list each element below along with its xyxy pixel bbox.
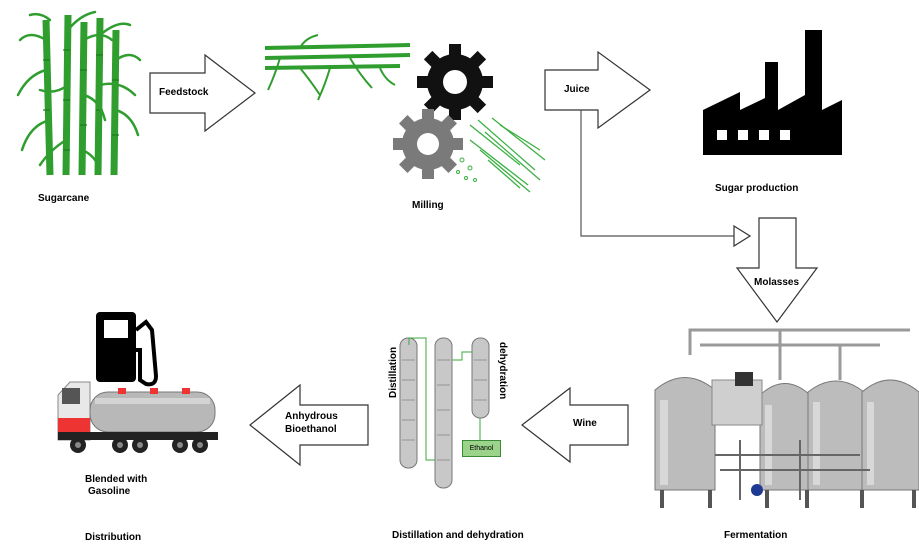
dehydration-column-label: dehydration <box>497 342 508 400</box>
juice-to-molasses-line <box>580 110 736 237</box>
blended-label-line2: Gasoline <box>88 486 131 497</box>
anhydrous-label-line1: Anhydrous <box>285 411 338 422</box>
blended-label-line1: Blended with <box>85 474 148 485</box>
factory-icon <box>703 30 842 155</box>
sugar-production-label: Sugar production <box>715 183 799 194</box>
bagasse-fibers-icon <box>456 117 546 193</box>
wine-arrow <box>521 386 629 464</box>
feedstock-arrow-label: Feedstock <box>159 87 209 98</box>
fuel-pump-icon <box>96 312 159 387</box>
distillation-dehydration-label: Distillation and dehydration <box>392 530 524 541</box>
milling-label: Milling <box>412 200 444 211</box>
anhydrous-bioethanol-arrow <box>249 383 369 467</box>
juice-arrow-label: Juice <box>564 84 590 95</box>
distillation-columns-icon <box>399 337 490 489</box>
fermentation-label: Fermentation <box>724 530 788 541</box>
feedstock-arrow <box>149 53 256 133</box>
distillation-column-label: Distillation <box>388 346 399 398</box>
sugarcane-label: Sugarcane <box>38 193 90 204</box>
sugarcane-icon <box>16 10 142 176</box>
gear-gray-icon <box>393 109 463 179</box>
molasses-arrow <box>735 217 819 324</box>
molasses-arrow-label: Molasses <box>754 277 800 288</box>
juice-line-arrowhead <box>733 224 752 248</box>
anhydrous-label-line2: Bioethanol <box>285 424 337 435</box>
tanker-truck-icon <box>57 381 218 453</box>
gear-black-icon <box>417 44 493 120</box>
distribution-label: Distribution <box>85 532 142 543</box>
juice-arrow <box>544 50 652 130</box>
ethanol-box: Ethanol <box>462 440 501 457</box>
cane-stalks-icon <box>264 34 411 101</box>
wine-arrow-label: Wine <box>573 418 597 429</box>
fermentation-tanks-icon <box>654 328 919 508</box>
